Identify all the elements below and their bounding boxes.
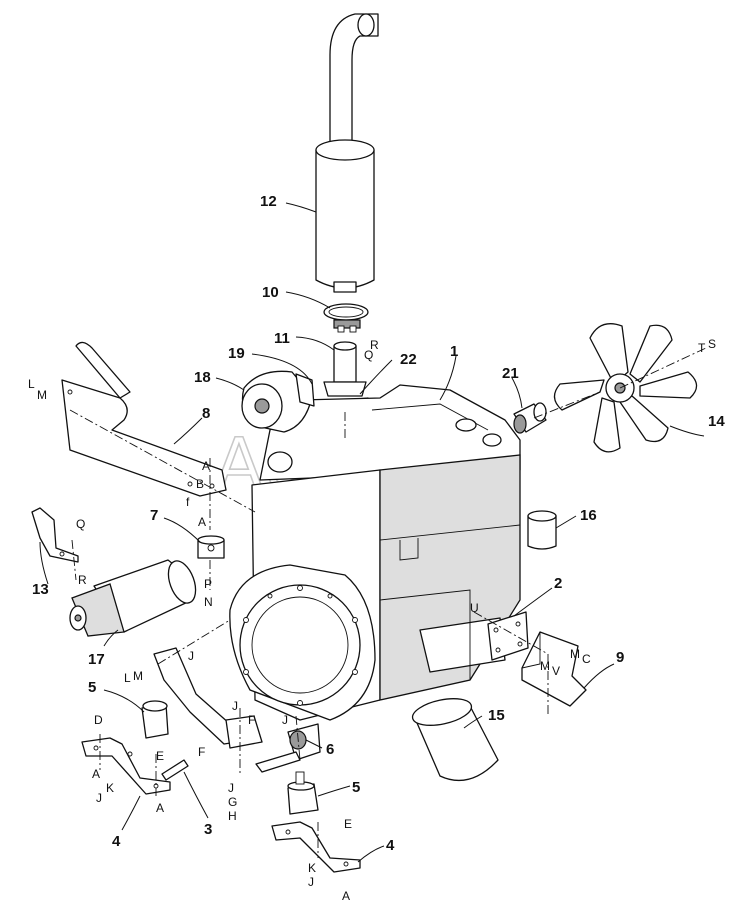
letter-H: H <box>228 809 237 823</box>
callout-9: 9 <box>616 649 624 666</box>
letter-A: A <box>342 889 350 903</box>
letter-J: J <box>228 781 234 795</box>
oil-filter <box>411 698 499 782</box>
letter-R: R <box>78 573 87 587</box>
letter-U: U <box>470 601 479 615</box>
center-lines <box>69 347 707 858</box>
letter-R: R <box>370 338 379 352</box>
letter-L: L <box>28 377 35 391</box>
cooling-fan <box>553 323 698 453</box>
letter-M: M <box>570 647 580 661</box>
letter-E: E <box>344 817 352 831</box>
letter-N: N <box>204 595 213 609</box>
callout-2: 2 <box>554 575 562 592</box>
callout-3: 3 <box>204 821 212 838</box>
letter-J: J <box>308 875 314 889</box>
letter-Q: Q <box>364 348 373 362</box>
rubber-mount-left <box>141 700 169 739</box>
callout-1: 1 <box>450 343 458 360</box>
letter-L: L <box>124 671 131 685</box>
starter-motor <box>69 559 197 637</box>
exhaust-pipe <box>323 341 367 397</box>
callout-16: 16 <box>580 507 597 524</box>
letter-M: M <box>133 669 143 683</box>
foot-bracket-right <box>271 821 361 873</box>
letter-P: P <box>204 577 212 591</box>
letter-C: C <box>582 652 591 666</box>
letter-J: J <box>282 713 288 727</box>
letter-M: M <box>37 388 47 402</box>
letter-A: A <box>198 515 206 529</box>
small-bracket <box>31 507 79 563</box>
alternator <box>241 370 315 433</box>
letter-f: f <box>186 495 190 509</box>
letter-A: A <box>92 767 100 781</box>
letter-G: G <box>228 795 237 809</box>
air-filter-element <box>527 510 557 550</box>
letter-T: T <box>698 341 706 355</box>
letter-K: K <box>106 781 114 795</box>
callout-12: 12 <box>260 193 277 210</box>
mounting-plate <box>487 611 529 661</box>
letter-K: K <box>308 861 316 875</box>
threaded-stud <box>161 759 189 781</box>
rubber-mount-upper <box>197 535 225 559</box>
fan-spacer <box>513 402 547 434</box>
letter-V: V <box>552 664 560 678</box>
letter-E: E <box>156 749 164 763</box>
muffler-assembly <box>315 13 379 293</box>
callout-10: 10 <box>262 284 279 301</box>
alternator-bracket <box>61 341 227 497</box>
callout-7: 7 <box>150 507 158 524</box>
letter-J: J <box>188 649 194 663</box>
engine-block <box>229 384 521 721</box>
callout-4-right: 4 <box>386 837 395 854</box>
letter-A: A <box>202 459 210 473</box>
callout-13: 13 <box>32 581 49 598</box>
letter-B: B <box>196 477 204 491</box>
callout-19: 19 <box>228 345 245 362</box>
callout-17: 17 <box>88 651 105 668</box>
exhaust-clamp <box>323 303 369 333</box>
callout-21: 21 <box>502 365 519 382</box>
letter-F: F <box>198 745 205 759</box>
letter-D: D <box>94 713 103 727</box>
letter-S: S <box>708 337 716 351</box>
letter-F: F <box>248 713 255 727</box>
engine-mount-rear <box>255 723 321 773</box>
callout-15: 15 <box>488 707 505 724</box>
callout-11: 11 <box>274 330 290 347</box>
callout-8: 8 <box>202 405 210 422</box>
letter-J: J <box>232 699 238 713</box>
callout-18: 18 <box>194 369 211 386</box>
rubber-mount-lower <box>287 771 319 815</box>
rear-support-bracket <box>153 647 263 749</box>
callout-6: 6 <box>326 741 334 758</box>
leader-lines <box>39 202 705 863</box>
callout-14: 14 <box>708 413 725 430</box>
letter-M: M <box>540 659 550 673</box>
callout-numbers: 12 10 11 19 18 22 1 21 14 16 8 7 13 17 2… <box>32 193 725 854</box>
letter-Q: Q <box>76 517 85 531</box>
callout-5-left: 5 <box>88 679 96 696</box>
callout-4-left: 4 <box>112 833 121 850</box>
reference-letters: L M A B f A Q R P N R Q T S U M C M V L … <box>28 337 716 903</box>
letter-A: A <box>156 801 164 815</box>
callout-22: 22 <box>400 351 417 368</box>
callout-5-lower: 5 <box>352 779 360 796</box>
right-engine-bracket <box>521 631 587 707</box>
letter-J: J <box>96 791 102 805</box>
foot-bracket-left <box>81 737 171 795</box>
